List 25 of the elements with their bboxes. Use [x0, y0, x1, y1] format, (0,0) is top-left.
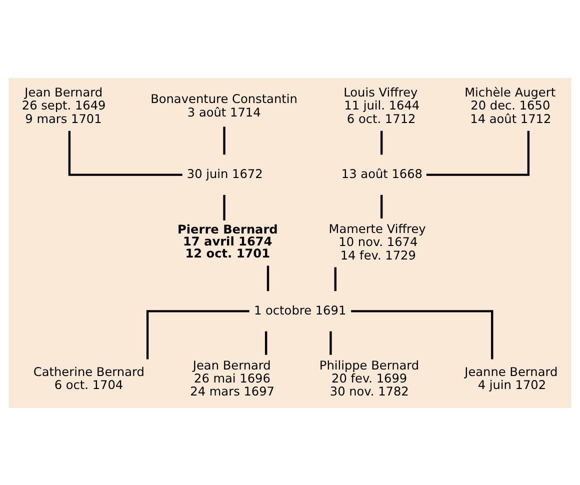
connector: [223, 194, 226, 220]
node-text: 13 août 1668: [341, 166, 423, 180]
connector: [223, 126, 226, 154]
node-text: Pierre Bernard 17 avril 1674 12 oct. 1701: [178, 222, 278, 260]
node-text: 30 juin 1672: [186, 166, 263, 180]
node-text: Philippe Bernard 20 fev. 1699 30 nov. 1782: [319, 358, 420, 398]
connector: [68, 130, 182, 176]
node-text: Louis Viffrey 11 juil. 1644 6 oct. 1712: [344, 84, 420, 126]
connector: [380, 130, 383, 154]
connector: [264, 330, 268, 354]
node-text: Michèle Augert 20 dec. 1650 14 août 1712: [464, 84, 556, 126]
node-text: Mamerte Viffrey 10 nov. 1674 14 fev. 1729: [328, 221, 426, 262]
node-text: Catherine Bernard 6 oct. 1704: [33, 364, 144, 392]
connector: [330, 330, 332, 354]
node-text: 1 octobre 1691: [254, 302, 346, 317]
connector: [426, 130, 530, 176]
connector: [351, 310, 494, 359]
node-text: Jean Bernard 26 mai 1696 24 mars 1697: [190, 358, 275, 398]
connector: [380, 194, 383, 218]
connector: [266, 265, 270, 291]
connector: [334, 266, 336, 291]
node-text: Jean Bernard 26 sept. 1649 9 mars 1701: [22, 84, 106, 126]
connector: [146, 310, 250, 359]
node-text: Jeanne Bernard 4 juin 1702: [464, 364, 558, 392]
node-text: Bonaventure Constantin 3 août 1714: [150, 92, 298, 119]
